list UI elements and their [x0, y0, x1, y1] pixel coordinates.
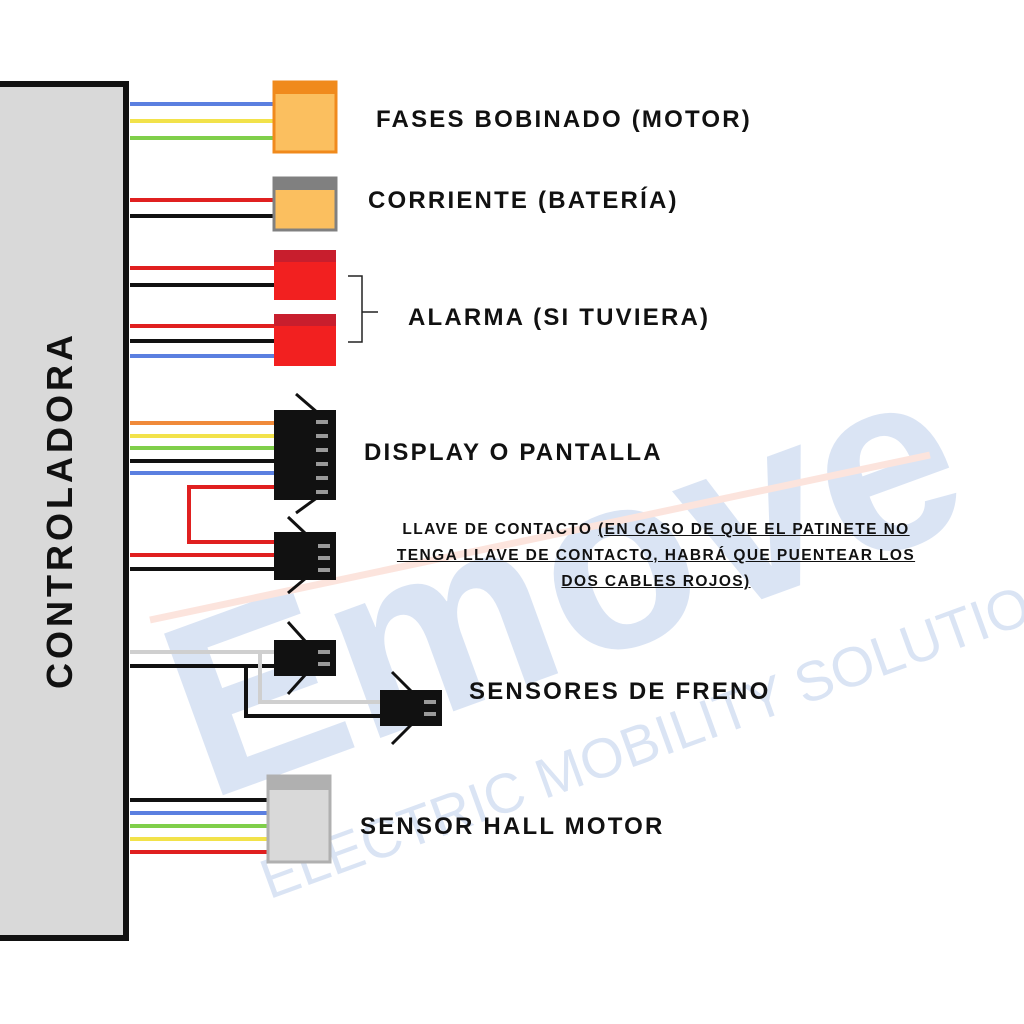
key-switch-wires [130, 553, 274, 571]
alarm-wires [130, 266, 274, 358]
alarm-bracket [348, 275, 378, 343]
controller-label: CONTROLADORA [39, 331, 80, 689]
motor-phase-connector [272, 80, 338, 154]
controller-box [0, 81, 129, 941]
key-switch-connector [274, 515, 336, 595]
key-switch-label-line3: DOS CABLES ROJOS) [561, 573, 751, 590]
hall-sensor-wires [130, 798, 268, 854]
battery-connector [272, 176, 338, 232]
display-label: DISPLAY O PANTALLA [364, 439, 663, 466]
motor-phase-wires [130, 102, 274, 140]
key-switch-label-prefix: LLAVE DE CONTACTO [402, 521, 599, 538]
brake-sensor-wires [130, 650, 380, 718]
display-wires [130, 421, 274, 544]
hall-sensor-label: SENSOR HALL MOTOR [360, 813, 665, 840]
hall-sensor-connector [266, 774, 332, 864]
key-switch-label: LLAVE DE CONTACTO (EN CASO DE QUE EL PAT… [356, 517, 956, 595]
brake-sensor-connector-1 [274, 620, 336, 696]
alarm-connector-2 [274, 314, 336, 366]
watermark-swoosh [149, 451, 931, 624]
alarm-connector-1 [274, 250, 336, 300]
key-switch-label-line2: TENGA LLAVE DE CONTACTO, HABRÁ QUE PUENT… [396, 547, 916, 564]
key-switch-label-line1: (EN CASO DE QUE EL PATINETE NO [598, 521, 910, 538]
display-connector [274, 392, 336, 515]
alarm-label: ALARMA (SI TUVIERA) [408, 304, 711, 331]
brake-sensors-label: SENSORES DE FRENO [469, 678, 771, 705]
motor-phases-label: FASES BOBINADO (MOTOR) [376, 106, 752, 133]
battery-wires [130, 198, 274, 218]
brake-sensor-connector-2 [380, 670, 442, 746]
battery-label: CORRIENTE (BATERÍA) [368, 187, 679, 214]
